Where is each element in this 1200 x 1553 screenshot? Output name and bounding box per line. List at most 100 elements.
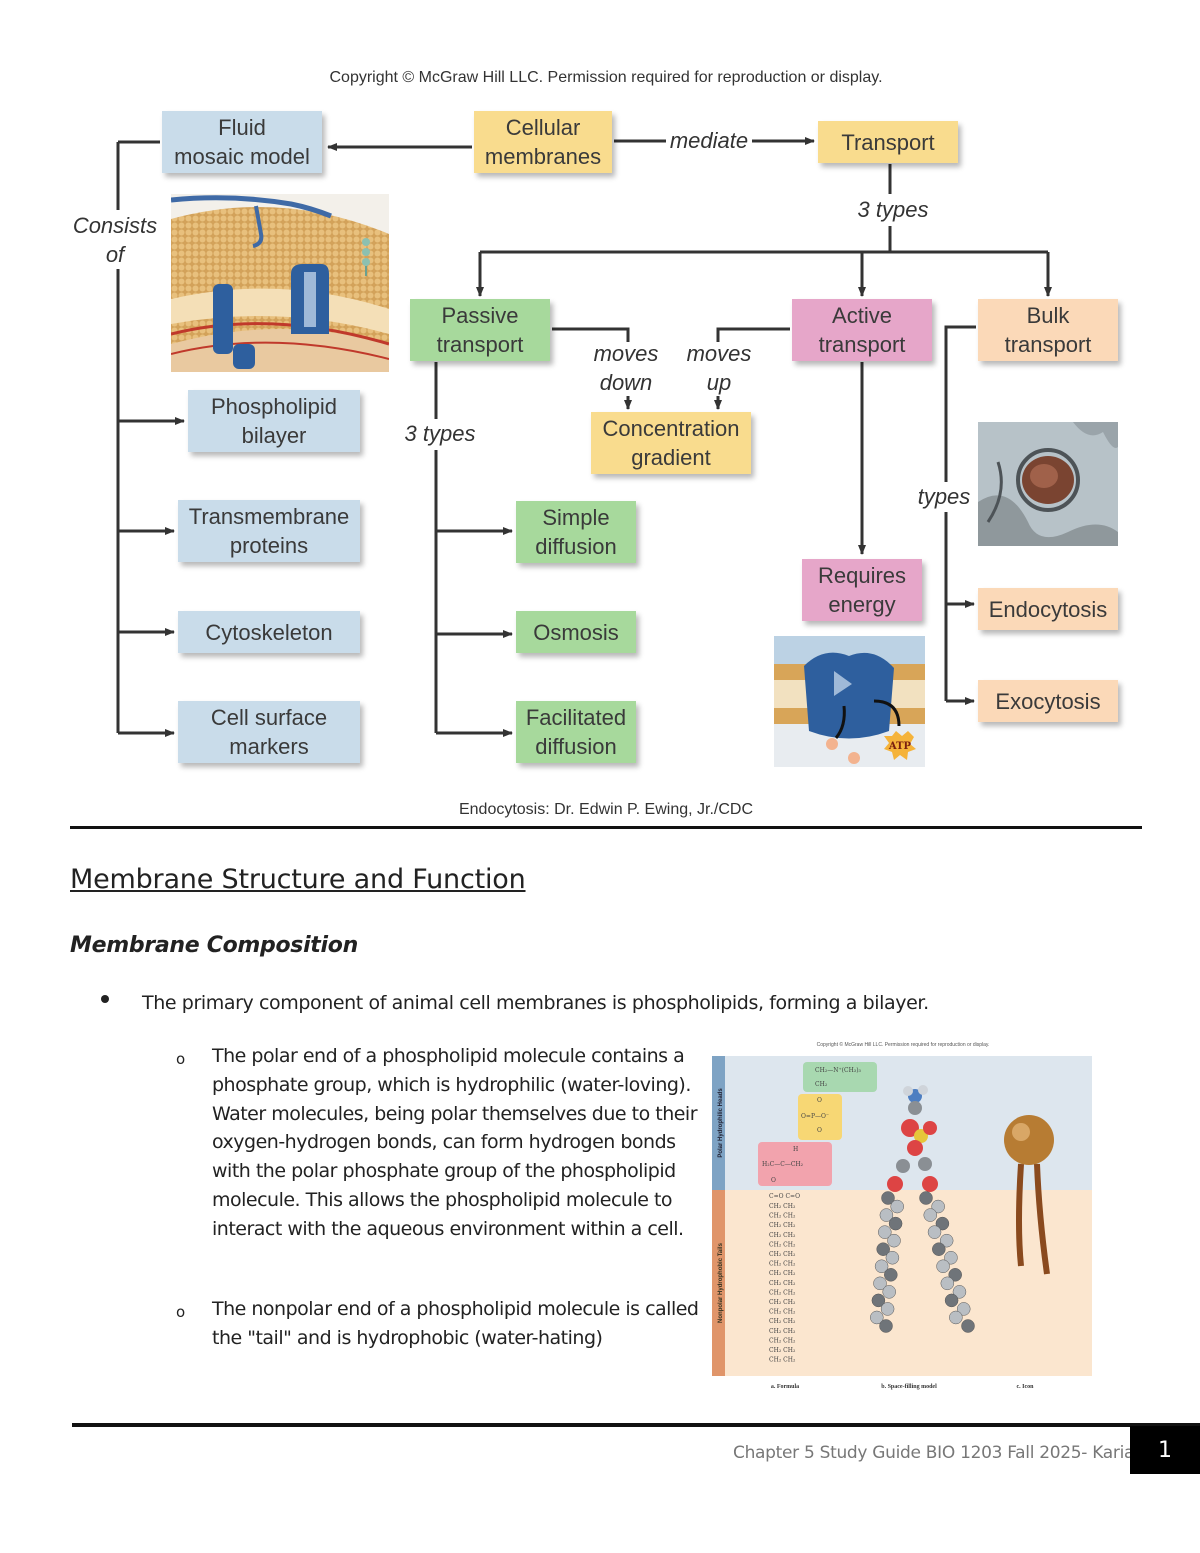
tails-bar	[712, 1190, 725, 1376]
tails-label: Nonpolar Hydrophobic Tails	[718, 1242, 724, 1323]
atom	[961, 1319, 975, 1333]
atom	[944, 1250, 958, 1265]
footer-divider	[72, 1423, 1200, 1427]
formula-tail-unit: CH₂ CH₂	[769, 1241, 796, 1248]
node-cytoskeleton: Cytoskeleton	[178, 611, 360, 653]
caption-icon: c. Icon	[1017, 1384, 1035, 1390]
connector-lines	[116, 137, 1052, 737]
node-concentration-gradient: Concentration gradient	[591, 412, 751, 474]
atom	[871, 1293, 886, 1308]
formula-tail-unit: CH₂ CH₂	[769, 1213, 796, 1220]
atom	[878, 1225, 892, 1239]
node-transport: Transport	[818, 121, 958, 163]
atom	[882, 1285, 896, 1299]
node-transmembrane-proteins: Transmembrane proteins	[178, 500, 360, 562]
phospholipid-figure: Copyright © McGraw Hill LLC. Permission …	[712, 1041, 1092, 1390]
atom	[874, 1259, 889, 1274]
label-types-bulk: types	[910, 482, 978, 511]
node-osmosis: Osmosis	[516, 611, 636, 653]
formula-tail-unit: CH₂ CH₂	[769, 1299, 796, 1306]
formula-tail-unit: CH₂ CH₂	[769, 1347, 796, 1354]
formula-glycerol: H₂C—C—CH₂	[762, 1161, 804, 1168]
atom	[885, 1250, 900, 1265]
atom	[923, 1208, 938, 1222]
atom	[919, 1191, 933, 1205]
formula-tail-unit: CH₂ CH₂	[769, 1328, 796, 1335]
atom	[879, 1319, 893, 1333]
formula-choline: CH₂—N⁺(CH₃)₃	[815, 1067, 862, 1074]
fluid-mosaic-illustration	[171, 194, 389, 372]
active-transport-illustration: ATP	[774, 636, 925, 767]
formula-o-2: O	[817, 1127, 822, 1134]
atom	[956, 1302, 971, 1316]
formula-o-1: O	[817, 1097, 822, 1104]
bullet-text: The primary component of animal cell mem…	[142, 992, 929, 1014]
phosphate-group	[798, 1094, 842, 1140]
formula-tail-unit: CH₂ CH₂	[769, 1232, 796, 1239]
space-filling-model	[870, 1085, 975, 1333]
atom	[939, 1233, 954, 1248]
sub-bullet-text-2: The nonpolar end of a phospholipid molec…	[212, 1298, 699, 1349]
formula-o-3: O	[771, 1177, 776, 1184]
formula-tail-unit: CH₂ CH₂	[769, 1289, 796, 1296]
atom	[940, 1276, 955, 1291]
footer-text: Chapter 5 Study Guide BIO 1203 Fall 2025…	[733, 1443, 1135, 1463]
formula-tail-unit: CH₂ CH₂	[769, 1261, 796, 1268]
formula-tail-unit: CH₂ CH₂	[769, 1251, 796, 1258]
tails-region	[712, 1190, 1092, 1376]
label-consists-of: Consists of	[64, 211, 166, 269]
formula-phosphate: O=P—O⁻	[801, 1113, 829, 1120]
formula-tail-unit: CH₂ CH₂	[769, 1203, 796, 1210]
formula-text: CH₂—N⁺(CH₃)₃ CH₂ O O=P—O⁻ O H H₂C—C—CH₂ …	[762, 1067, 862, 1200]
formula-tail-unit: CH₂ CH₂	[769, 1280, 796, 1287]
endocytosis-micrograph	[978, 422, 1118, 546]
node-simple-diffusion: Simple diffusion	[516, 501, 636, 563]
node-endocytosis: Endocytosis	[978, 588, 1118, 630]
bullet-marker	[101, 995, 109, 1003]
atom	[931, 1199, 945, 1214]
sub-bullet-text-1: The polar end of a phospholipid molecule…	[212, 1045, 698, 1240]
formula-tail-unit: CH₂ CH₂	[769, 1309, 796, 1316]
choline-group	[803, 1062, 877, 1092]
node-cellular-membranes: Cellular membranes	[474, 111, 612, 173]
glycerol-group	[758, 1142, 832, 1186]
section-heading: Membrane Structure and Function	[70, 864, 526, 895]
heads-label: Polar Hydrophilic Heads	[718, 1088, 724, 1158]
page-number: 1	[1130, 1426, 1200, 1474]
atom	[887, 1233, 901, 1248]
atom	[884, 1268, 898, 1282]
atom	[935, 1216, 950, 1231]
label-3-types-passive: 3 types	[392, 419, 488, 448]
atom	[881, 1191, 895, 1205]
node-facilitated-diffusion: Facilitated diffusion	[516, 701, 636, 763]
atom	[927, 1225, 942, 1239]
node-passive-transport: Passive transport	[410, 299, 550, 361]
atom	[888, 1216, 903, 1231]
node-bulk-transport: Bulk transport	[978, 299, 1118, 361]
concept-map: Copyright © McGraw Hill LLC. Permission …	[64, 69, 1118, 818]
node-phospholipid-bilayer: Phospholipid bilayer	[188, 390, 360, 452]
atom	[876, 1242, 890, 1256]
node-cell-surface-markers: Cell surface markers	[178, 701, 360, 763]
heads-bar	[712, 1056, 725, 1190]
formula-tail-unit: CH₂ CH₂	[769, 1337, 796, 1344]
formula-carbonyl: C=O C=O	[769, 1193, 800, 1200]
atom	[948, 1268, 962, 1282]
atom	[880, 1302, 895, 1316]
atom	[944, 1293, 959, 1308]
sub-bullet-marker-2: o	[176, 1303, 186, 1321]
formula-ch2: CH₂	[815, 1081, 828, 1088]
atom	[936, 1259, 950, 1274]
section-divider	[70, 826, 1142, 829]
node-fluid-mosaic-model: Fluid mosaic model	[162, 111, 322, 173]
label-3-types-transport: 3 types	[857, 197, 929, 222]
atom	[870, 1310, 884, 1325]
label-moves-up: moves up	[686, 341, 752, 395]
copyright-notice: Copyright © McGraw Hill LLC. Permission …	[329, 69, 883, 86]
atom	[952, 1285, 967, 1299]
label-mediate: mediate	[669, 128, 749, 153]
label-moves-down: moves down	[593, 341, 659, 395]
node-exocytosis: Exocytosis	[978, 680, 1118, 722]
formula-tail-unit: CH₂ CH₂	[769, 1357, 796, 1364]
atom	[890, 1199, 904, 1214]
